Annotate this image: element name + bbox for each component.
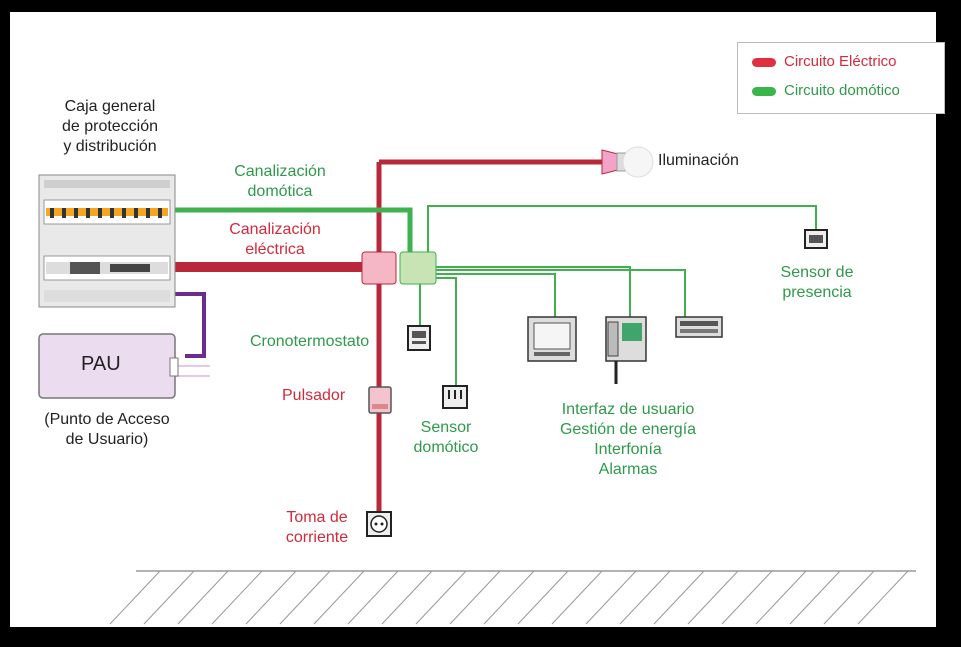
touch-screen-icon — [527, 316, 577, 362]
domotic-sensor-icon — [442, 385, 468, 409]
electric-junction-box — [361, 251, 397, 285]
floor-hatch-line — [415, 570, 467, 625]
legend: Circuito Eléctrico Circuito domótico — [737, 42, 945, 114]
floor-hatch-line — [687, 570, 739, 625]
pau-box — [38, 333, 179, 399]
videophone-icon — [605, 316, 647, 384]
legend-electric-swatch — [752, 58, 776, 67]
pau-box-label: PAU — [81, 353, 121, 375]
floor-hatch-line — [313, 570, 365, 625]
floor-hatch-line — [721, 570, 773, 625]
floor-hatch-line — [857, 570, 909, 625]
floor-hatch-line — [279, 570, 331, 625]
floor-hatch-line — [245, 570, 297, 625]
wiring-diagram — [38, 146, 916, 625]
floor-hatch-line — [585, 570, 637, 625]
floor-hatch-line — [551, 570, 603, 625]
legend-domotic-swatch — [752, 87, 776, 96]
legend-domotic-label: Circuito domótico — [784, 82, 900, 99]
domotic-junction-box — [399, 251, 437, 285]
floor-hatch-line — [823, 570, 875, 625]
thermostat-icon — [407, 325, 431, 351]
push-button-icon — [368, 386, 392, 414]
floor-hatch-line — [381, 570, 433, 625]
power-outlet-icon — [366, 511, 392, 537]
floor-hatch-line — [449, 570, 501, 625]
lightbulb-icon — [601, 146, 654, 178]
floor-hatch-line — [619, 570, 671, 625]
floor-hatch-line — [177, 570, 229, 625]
floor-hatch-line — [755, 570, 807, 625]
floor-hatch-line — [483, 570, 535, 625]
floor-hatch-line — [109, 570, 161, 625]
push-button-label: Pulsador — [282, 387, 346, 404]
keypad-icon — [675, 316, 723, 338]
thermostat-label: Cronotermostato — [250, 333, 370, 350]
legend-electric-label: Circuito Eléctrico — [784, 53, 897, 70]
floor-hatch-line — [517, 570, 569, 625]
floor-hatch-line — [347, 570, 399, 625]
floor-hatch — [109, 570, 916, 625]
domotic-circuit — [175, 205, 817, 386]
pau-connection-line — [175, 292, 206, 358]
distribution-panel — [38, 174, 176, 308]
floor-hatch-line — [789, 570, 841, 625]
electric-circuit — [175, 159, 602, 512]
floor-hatch-line — [653, 570, 705, 625]
lighting-label: Iluminación — [658, 152, 739, 169]
presence-sensor-icon — [804, 229, 828, 249]
floor-hatch-line — [211, 570, 263, 625]
diagram-canvas: Circuito Eléctrico Circuito domótico Caj… — [10, 12, 945, 627]
floor-hatch-line — [143, 570, 195, 625]
